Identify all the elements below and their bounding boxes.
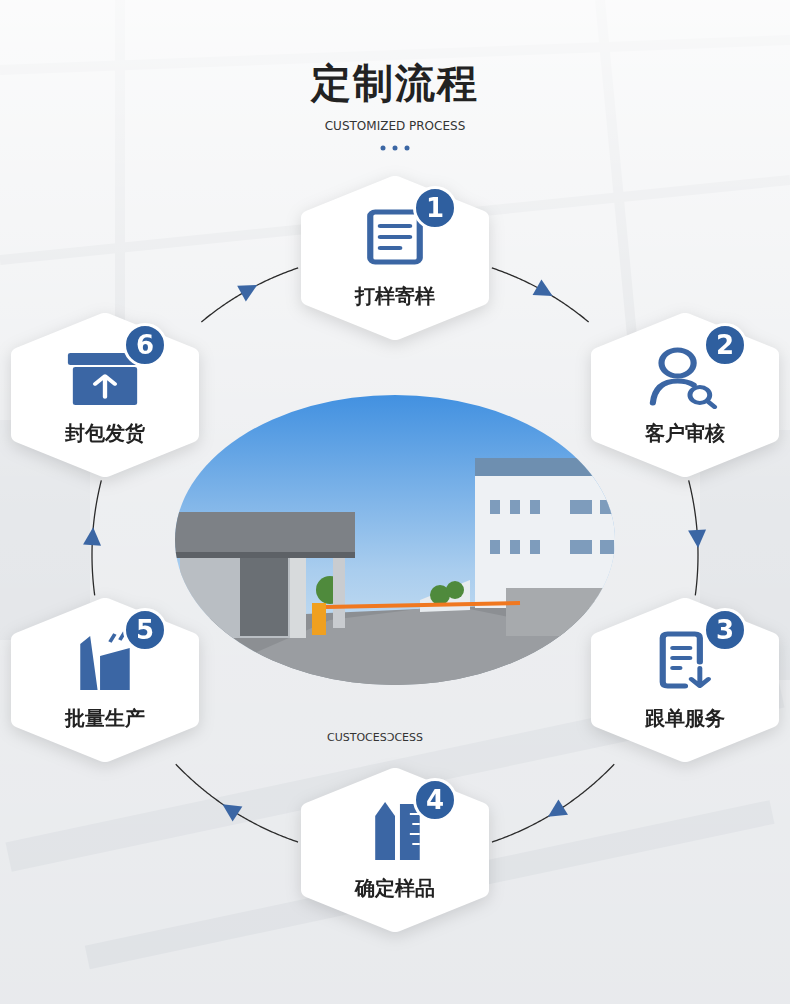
hexagon-shape (11, 598, 199, 762)
process-step: 6 封包发货 (11, 313, 199, 477)
step-label: 客户审核 (591, 420, 779, 447)
factory-photo (170, 390, 620, 690)
arrowhead (688, 529, 707, 548)
diagram-title: 定制流程 (0, 56, 790, 111)
connector-group (688, 480, 707, 595)
connector-group (201, 268, 298, 322)
arrowhead (237, 277, 261, 301)
arrowhead (217, 797, 242, 822)
subtitle: CUSTOMIZED PROCESS (0, 119, 790, 133)
step-icon (663, 634, 709, 686)
arrowhead (543, 800, 568, 825)
process-step: 2 客户审核 (591, 313, 779, 477)
process-step: 5 批量生产 (11, 598, 199, 762)
flow-arc (176, 764, 298, 842)
callout-number: 3 (703, 608, 747, 652)
hexagon-shape (301, 176, 489, 340)
callout-number: 6 (123, 323, 167, 367)
connector-group (83, 480, 102, 595)
flow-arc (492, 764, 614, 842)
step-label: 打样寄样 (301, 283, 489, 310)
flow-arc (492, 268, 589, 322)
step-icon (653, 350, 715, 407)
arrowhead (83, 527, 102, 546)
callout-number: 4 (413, 778, 457, 822)
hexagon-shape (591, 313, 779, 477)
step-label: 批量生产 (11, 705, 199, 732)
flow-arc (201, 268, 298, 322)
step-icon (370, 212, 419, 262)
step-label: 跟单服务 (591, 705, 779, 732)
hexagon-shape (11, 313, 199, 477)
callout-number: 1 (413, 186, 457, 230)
hexagon-shape (591, 598, 779, 762)
connector-group (492, 268, 589, 322)
process-step: 4 确定样品 (301, 768, 489, 932)
step-icon (375, 802, 420, 860)
process-step: 1 打样寄样 (301, 176, 489, 340)
process-step: 3 跟单服务 (591, 598, 779, 762)
arrowhead (533, 279, 558, 304)
callout-number: 5 (123, 608, 167, 652)
connector-group (492, 764, 614, 842)
step-label: 封包发货 (11, 420, 199, 447)
hexagon-shape (301, 768, 489, 932)
connector-group (176, 764, 298, 842)
step-icon (80, 632, 129, 690)
step-label: 确定样品 (301, 875, 489, 902)
callout-number: 2 (703, 323, 747, 367)
